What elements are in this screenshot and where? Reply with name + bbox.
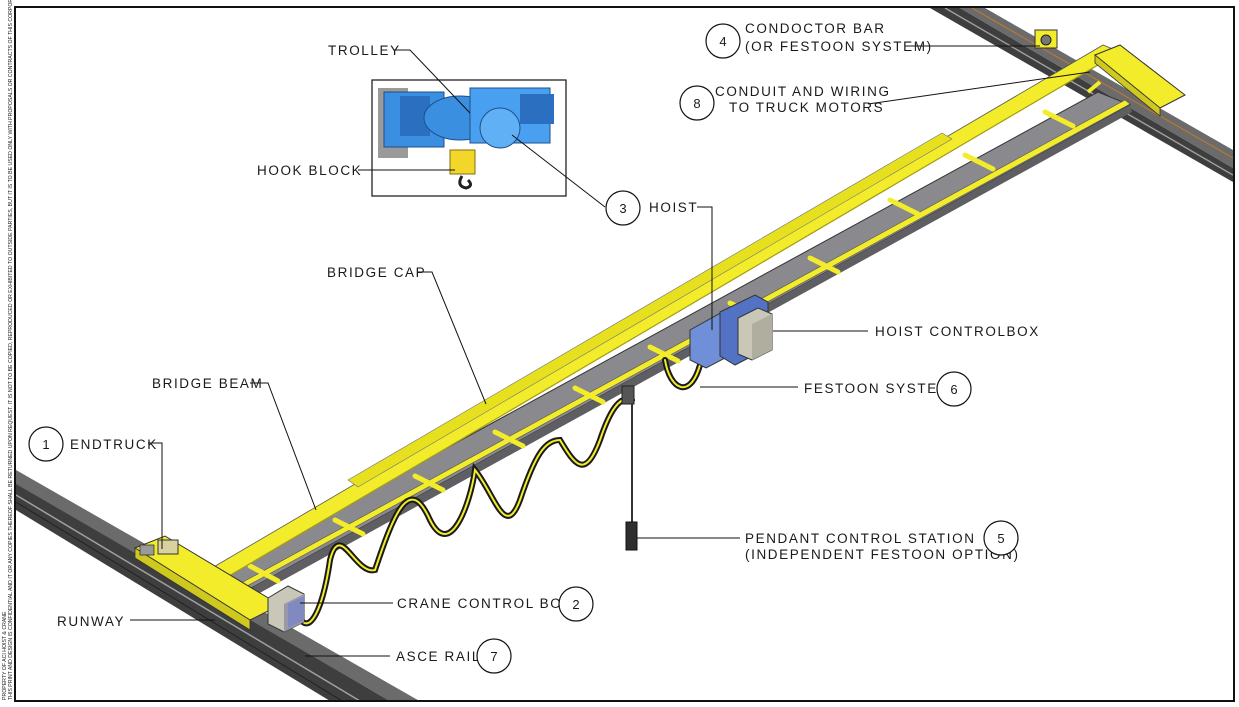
endtruck-right	[1034, 29, 1186, 117]
pendant-station	[621, 385, 638, 551]
bridge-beam	[203, 91, 1132, 605]
label-bridge-beam: BRIDGE BEAM	[152, 376, 263, 391]
bridge-cap	[199, 44, 1121, 584]
callout-circle-3: 3	[605, 190, 641, 226]
label-crane-control-box: CRANE CONTROL BOX	[397, 596, 573, 611]
label-pendant-1: PENDANT CONTROL STATION	[745, 531, 976, 546]
svg-text:6: 6	[950, 382, 957, 397]
svg-text:1: 1	[42, 437, 49, 452]
callout-circle-5: 5	[983, 520, 1019, 556]
svg-text:2: 2	[572, 597, 579, 612]
callout-circle-2: 2	[558, 586, 594, 622]
trolley-inset	[371, 79, 567, 197]
label-runway: RUNWAY	[57, 614, 125, 629]
right-runway	[930, 8, 1233, 182]
label-condoctor-bar-1: CONDOCTOR BAR	[745, 21, 886, 36]
callout-circle-7: 7	[476, 638, 512, 674]
callout-circle-8: 8	[679, 85, 715, 121]
label-condoctor-bar-2: (OR FESTOON SYSTEM)	[745, 39, 933, 54]
svg-text:7: 7	[490, 649, 497, 664]
label-hoist: HOIST	[649, 200, 698, 215]
svg-text:5: 5	[997, 531, 1004, 546]
callout-circle-1: 1	[28, 426, 64, 462]
svg-text:4: 4	[719, 34, 726, 49]
svg-text:8: 8	[693, 96, 700, 111]
drawing-border	[14, 6, 1235, 702]
callout-circle-6: 6	[936, 371, 972, 407]
hoist-unit	[689, 294, 773, 369]
label-hoist-controlbox: HOIST CONTROLBOX	[875, 324, 1040, 339]
label-trolley: TROLLEY	[328, 43, 401, 58]
label-conduit-2: TO TRUCK MOTORS	[729, 100, 884, 115]
label-festoon-system: FESTOON SYSTEM	[804, 381, 951, 396]
svg-text:3: 3	[619, 201, 626, 216]
crane-control-box	[267, 585, 305, 633]
label-hook-block: HOOK BLOCK	[257, 163, 362, 178]
label-endtruck: ENDTRUCK	[70, 437, 158, 452]
label-bridge-cap: BRIDGE CAP	[327, 265, 426, 280]
leader-lines	[130, 45, 1091, 657]
callout-circle-4: 4	[705, 23, 741, 59]
label-asce-rail: ASCE RAIL	[396, 649, 481, 664]
label-pendant-2: (INDEPENDENT FESTOON OPTION)	[745, 547, 1020, 562]
label-conduit-1: CONDUIT AND WIRING	[715, 84, 891, 99]
